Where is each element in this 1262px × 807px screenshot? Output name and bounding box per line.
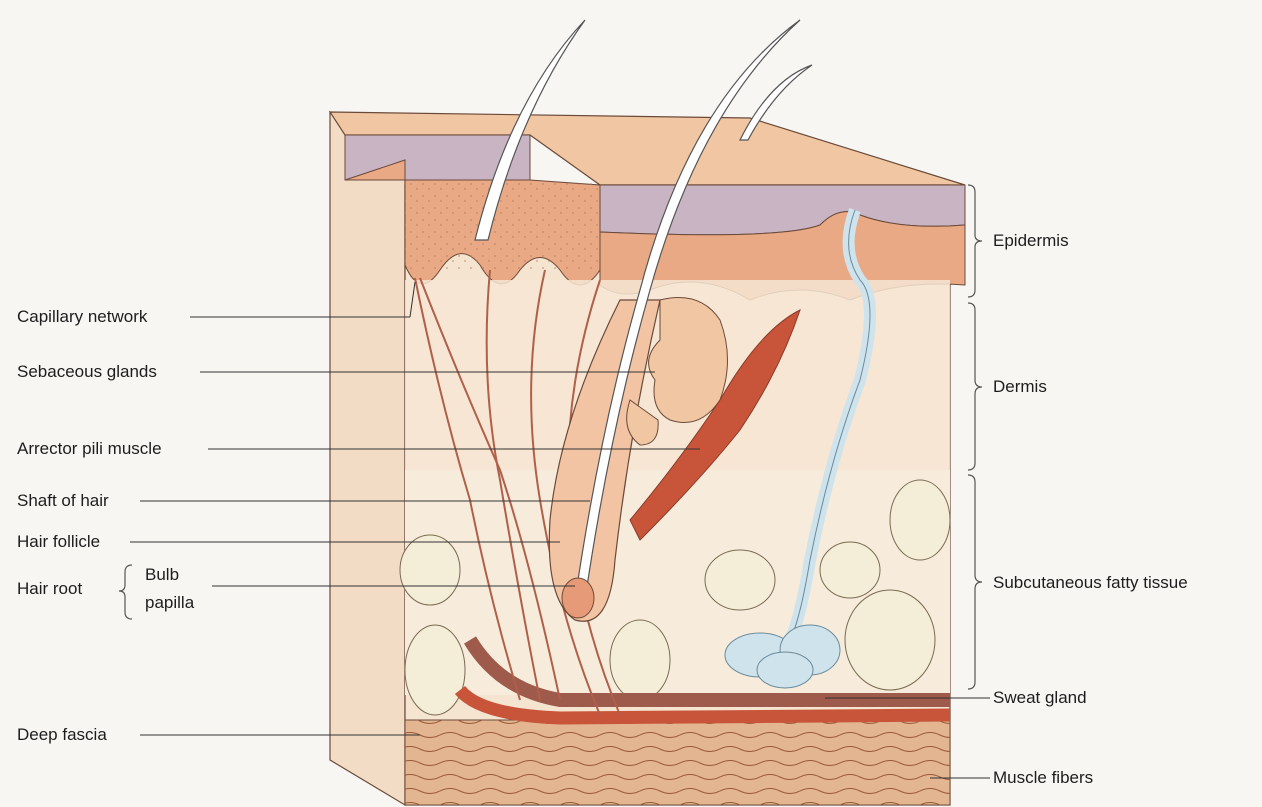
label-shaft-of-hair: Shaft of hair xyxy=(17,491,109,511)
label-arrector-pili-muscle: Arrector pili muscle xyxy=(17,439,162,459)
hair-root-bracket xyxy=(119,565,132,619)
label-hair-root: Hair root xyxy=(17,579,82,599)
label-dermis: Dermis xyxy=(993,377,1047,397)
label-papilla: papilla xyxy=(145,593,194,613)
label-sweat-gland: Sweat gland xyxy=(993,688,1087,708)
sebaceous-gland xyxy=(649,298,728,423)
label-bulb: Bulb xyxy=(145,565,179,585)
label-hair-follicle: Hair follicle xyxy=(17,532,100,552)
layer-brackets xyxy=(968,185,982,689)
label-sebaceous-glands: Sebaceous glands xyxy=(17,362,157,382)
hair-bulb xyxy=(562,578,594,618)
label-capillary-network: Capillary network xyxy=(17,307,147,327)
label-muscle-fibers: Muscle fibers xyxy=(993,768,1093,788)
label-deep-fascia: Deep fascia xyxy=(17,725,107,745)
label-epidermis: Epidermis xyxy=(993,231,1069,251)
label-subcutaneous-fatty-tissue: Subcutaneous fatty tissue xyxy=(993,573,1188,593)
block-side-face xyxy=(330,112,405,805)
